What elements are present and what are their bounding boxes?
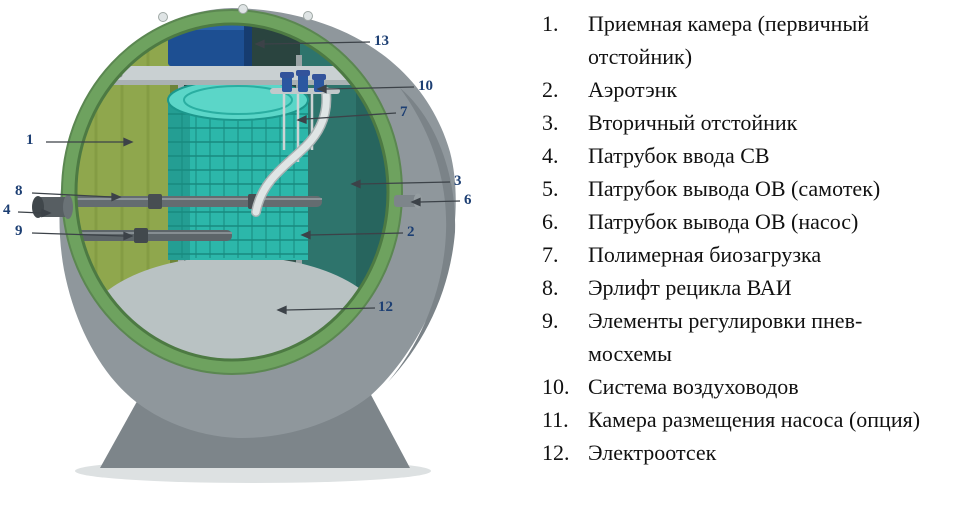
legend-item-number: 8. [542, 275, 559, 300]
legend-item-text: Электроотсек [588, 440, 717, 465]
leader-1 [46, 137, 134, 147]
legend-list: 1.Приемная камера (первичный отстойник) … [542, 0, 942, 508]
legend-item-number: 7. [542, 242, 559, 267]
legend-item-number: 11. [542, 407, 569, 432]
tank-cutaway-diagram: 1 8 4 9 13 10 7 3 6 2 12 [3, 4, 472, 483]
legend-item-12: 12. Электроотсек [542, 436, 942, 469]
bottom-floor [83, 256, 387, 360]
leader-10 [316, 84, 415, 94]
leader-2 [300, 230, 404, 240]
legend-item-number: 9. [542, 308, 559, 333]
callout-label-6: 6 [464, 192, 472, 208]
legend-item-11: 11. Камера размещения насоса (опция) [542, 403, 942, 436]
legend-item-text: Аэротэнк [588, 77, 678, 102]
legend-item-5: 5. Патрубок вывода ОВ (самотек) [542, 172, 942, 205]
biofilter-top-inner [183, 85, 293, 115]
legend-item-2: 2. Аэротэнк [542, 73, 942, 106]
legend-item-7: 7. Полимерная биозагрузка [542, 238, 942, 271]
legend-item-number: 6. [542, 209, 559, 234]
legend-item-text: Патрубок вывода ОВ (самотек) [588, 176, 881, 201]
callout-label-8: 8 [15, 183, 23, 199]
white-airlift-hose [252, 88, 330, 216]
pneumatic-control-pipe [76, 228, 232, 243]
leader-6 [410, 197, 461, 207]
callout-label-9: 9 [15, 223, 23, 239]
callout-label-3: 3 [454, 173, 462, 189]
legend-item-6: 6. Патрубок вывода ОВ (насос) [542, 205, 942, 238]
leader-12 [276, 305, 376, 315]
callout-label-13: 13 [374, 33, 389, 49]
legend-item-number: 10. [542, 374, 570, 399]
rim-hole-2 [238, 4, 248, 14]
legend-item-text: Система воздуховодов [588, 374, 799, 399]
legend-item-3: 3. Вторичный отстойник [542, 106, 942, 139]
legend-item-text: Приемная камера (первичный отстойник) [588, 11, 869, 69]
legend-item-number: 4. [542, 143, 559, 168]
rim-inner-edge [74, 22, 390, 362]
leader-lines [17, 39, 461, 315]
leader-7 [296, 112, 397, 124]
tank-body-shading [388, 88, 456, 382]
legend-item-number: 12. [542, 440, 570, 465]
legend-item-text: Полимерная биозагрузка [588, 242, 822, 267]
legend-item-text: Вторичный отстойник [588, 110, 798, 135]
legend-item-number: 1. [542, 11, 559, 36]
leader-4 [17, 208, 52, 218]
leader-9 [31, 231, 134, 241]
callout-label-7: 7 [400, 104, 408, 120]
legend-item-10: 10. Система воздуховодов [542, 370, 942, 403]
legend-item-text: Эрлифт рецикла ВАИ [588, 275, 792, 300]
legend-item-text: Патрубок ввода СВ [588, 143, 770, 168]
legend-item-text: Патрубок вывода ОВ (насос) [588, 209, 859, 234]
callout-label-12: 12 [378, 299, 393, 315]
rim-hole-3 [303, 11, 313, 21]
legend-item-9: 9. Элементы регулировки пнев-мосхемы [542, 304, 942, 370]
legend-item-8: 8. Эрлифт рецикла ВАИ [542, 271, 942, 304]
leader-3 [350, 179, 451, 189]
legend-item-number: 3. [542, 110, 559, 135]
rim-outer-edge [61, 9, 403, 375]
callout-label-10: 10 [418, 78, 433, 94]
leader-13 [254, 39, 371, 49]
annotations-layer [17, 4, 461, 375]
inlet-nozzle [32, 195, 73, 219]
rim-hole-1 [158, 12, 168, 22]
legend-item-number: 2. [542, 77, 559, 102]
legend-item-text: Элементы регулировки пнев-мосхемы [588, 308, 863, 366]
callout-label-2: 2 [407, 224, 415, 240]
legend-item-text: Камера размещения насоса (опция) [588, 407, 921, 432]
legend-item-1: 1. Приемная камера (первичный отстойник) [542, 7, 942, 73]
callout-label-4: 4 [3, 202, 11, 218]
callout-label-1: 1 [26, 132, 34, 148]
legend-item-number: 5. [542, 176, 559, 201]
leader-8 [31, 192, 122, 202]
legend-item-4: 4. Патрубок ввода СВ [542, 139, 942, 172]
